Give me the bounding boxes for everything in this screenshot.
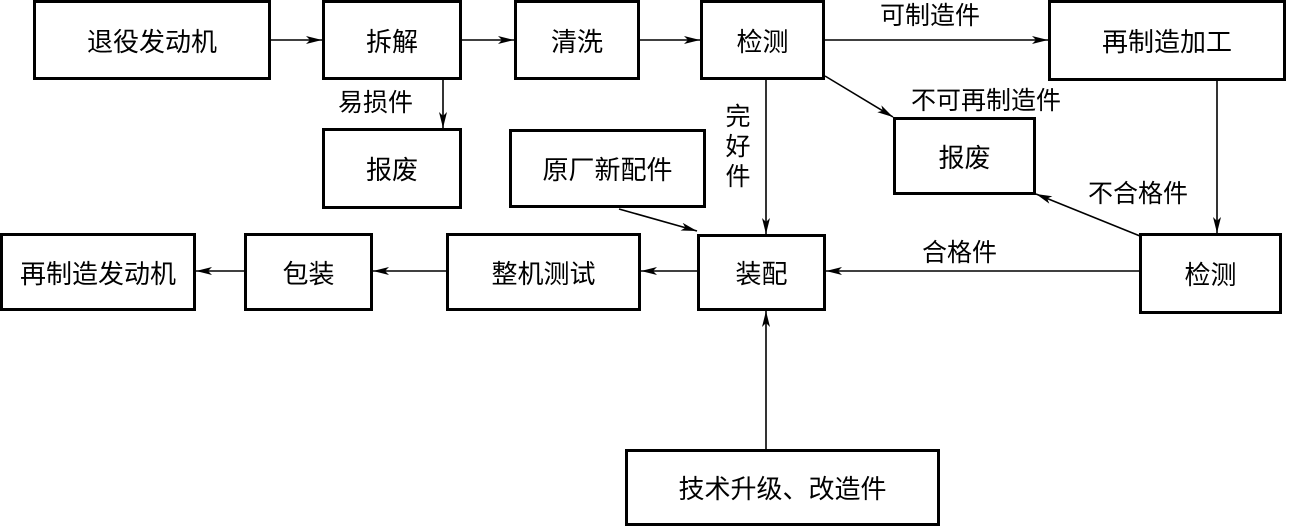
edge-label-unqualified: 不合格件	[1088, 179, 1189, 208]
node-remanufactured-engine: 再制造发动机	[0, 233, 196, 311]
node-remanufacturing: 再制造加工	[1048, 0, 1286, 81]
edge-label-wearing-parts: 易损件	[338, 88, 414, 117]
arrow-inspection-to-scrap	[824, 75, 894, 118]
node-retired-engine: 退役发动机	[33, 0, 271, 80]
node-cleaning: 清洗	[514, 0, 640, 80]
node-label: 装配	[735, 260, 788, 290]
node-scrap-wearing: 报废	[322, 128, 462, 209]
node-packaging: 包装	[244, 233, 373, 311]
edge-label-qualified: 合格件	[922, 238, 998, 267]
node-label: 技术升级、改造件	[678, 475, 887, 505]
node-label: 退役发动机	[86, 27, 217, 58]
edge-label-remanufacturable: 可制造件	[880, 1, 981, 30]
node-label: 原厂新配件	[542, 156, 673, 186]
edge-label-intact-parts: 完好件	[725, 102, 751, 191]
node-label: 清洗	[550, 27, 603, 58]
node-label: 包装	[282, 259, 335, 290]
node-disassembly: 拆解	[322, 0, 462, 80]
node-inspection-2: 检测	[1139, 233, 1282, 314]
node-final-test: 整机测试	[446, 233, 641, 311]
node-assembly: 装配	[697, 234, 826, 311]
node-label: 报废	[365, 156, 418, 186]
node-scrap-nonremanufacturable: 报废	[893, 117, 1036, 195]
node-label: 拆解	[365, 27, 418, 58]
arrow-oem-to-assembly	[618, 208, 698, 232]
edge-label-non-remanufacturable: 不可再制造件	[911, 86, 1062, 115]
node-label: 报废	[938, 143, 991, 174]
node-label: 检测	[1184, 261, 1237, 291]
node-label: 再制造发动机	[19, 259, 176, 290]
node-inspection: 检测	[700, 0, 825, 80]
node-label: 再制造加工	[1101, 28, 1232, 58]
node-oem-new-parts: 原厂新配件	[509, 129, 706, 208]
arrow-inspection2-to-scrap	[1035, 193, 1141, 237]
node-label: 整机测试	[491, 259, 596, 290]
node-label: 检测	[736, 27, 789, 58]
node-tech-upgrade: 技术升级、改造件	[625, 449, 940, 526]
